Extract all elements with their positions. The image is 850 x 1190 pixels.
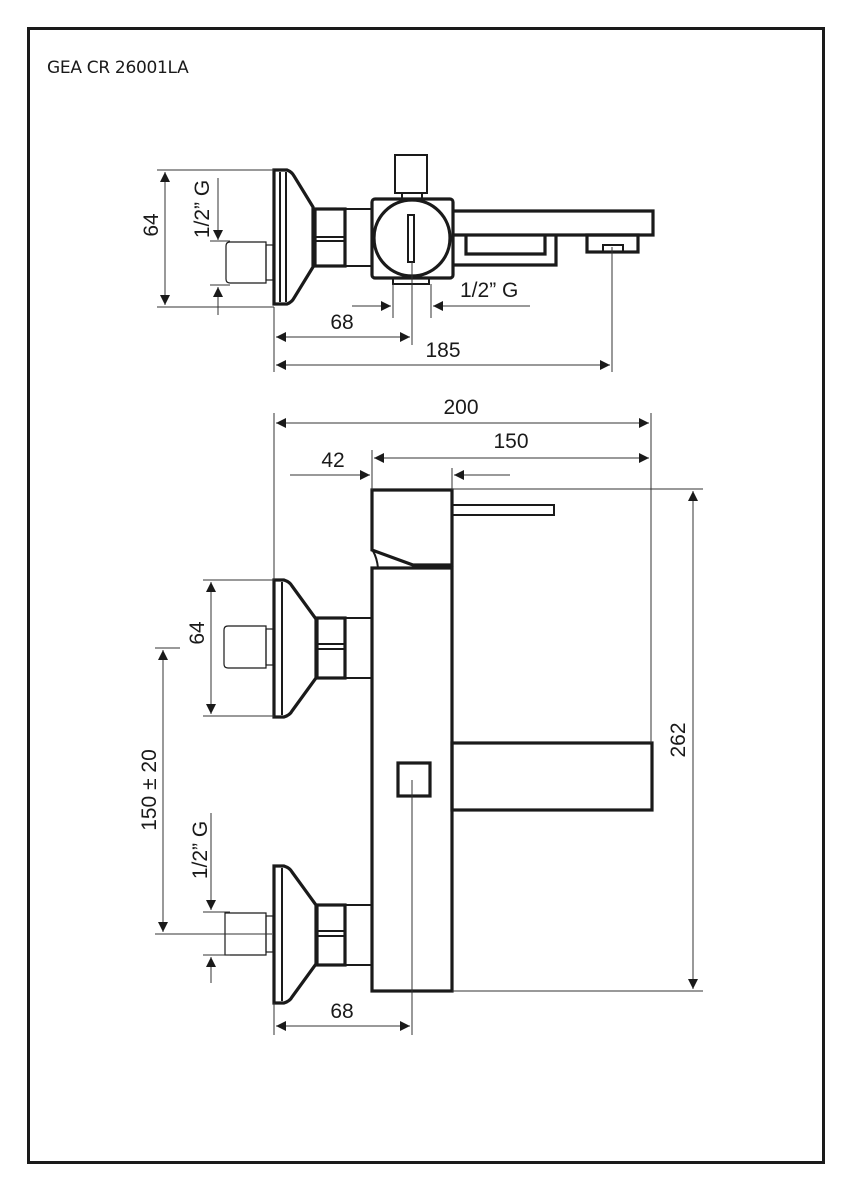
drawing-border	[27, 27, 825, 1164]
top-spout	[453, 209, 655, 267]
front-dim-262: 262	[452, 488, 703, 992]
top-dim-thread-outlet: 1/2” G	[352, 279, 530, 318]
top-view: 64 1/2” G 1/2” G 68 185	[140, 154, 655, 372]
front-main-body	[370, 566, 654, 993]
front-mixer-head	[370, 488, 555, 569]
front-upper-flange	[223, 578, 373, 719]
top-dim-185-label: 185	[425, 339, 460, 362]
top-inlet-stub	[225, 241, 274, 284]
top-dim-68-label: 68	[330, 311, 353, 334]
front-dim-150-tol: 150 ± 20	[138, 647, 272, 935]
front-dim-150-label: 150	[493, 430, 528, 453]
front-dim-64-label: 64	[186, 621, 209, 645]
front-dim-262-label: 262	[667, 722, 690, 757]
top-hex-nut	[313, 207, 373, 268]
top-dim-68: 68	[273, 262, 413, 372]
front-dim-thread-label: 1/2” G	[189, 821, 212, 879]
front-dim-42: 42	[290, 449, 510, 490]
top-dim-64: 64	[140, 169, 274, 308]
front-dim-150-tol-label: 150 ± 20	[138, 749, 161, 831]
top-dim-64-label: 64	[140, 213, 163, 237]
front-dim-68-label: 68	[330, 1000, 353, 1023]
front-dim-200: 200	[273, 396, 652, 743]
top-dim-thread-outlet-label: 1/2” G	[460, 279, 518, 302]
top-wall-flange	[272, 168, 315, 306]
front-dim-200-label: 200	[443, 396, 478, 419]
front-dim-150: 150	[371, 430, 649, 490]
top-dim-thread: 1/2” G	[191, 178, 230, 315]
front-view: 200 150 42 64 150 ± 20	[138, 396, 703, 1035]
top-dim-185: 185	[276, 247, 613, 372]
top-dim-thread-label: 1/2” G	[191, 180, 214, 238]
product-code-title: GEA CR 26001LA	[47, 58, 189, 78]
front-dim-thread: 1/2” G	[189, 813, 230, 983]
top-valve-body	[370, 154, 455, 285]
front-lower-flange	[224, 864, 373, 1005]
front-dim-42-label: 42	[321, 449, 344, 472]
front-dim-68: 68	[273, 780, 413, 1035]
front-dim-64: 64	[186, 579, 274, 717]
